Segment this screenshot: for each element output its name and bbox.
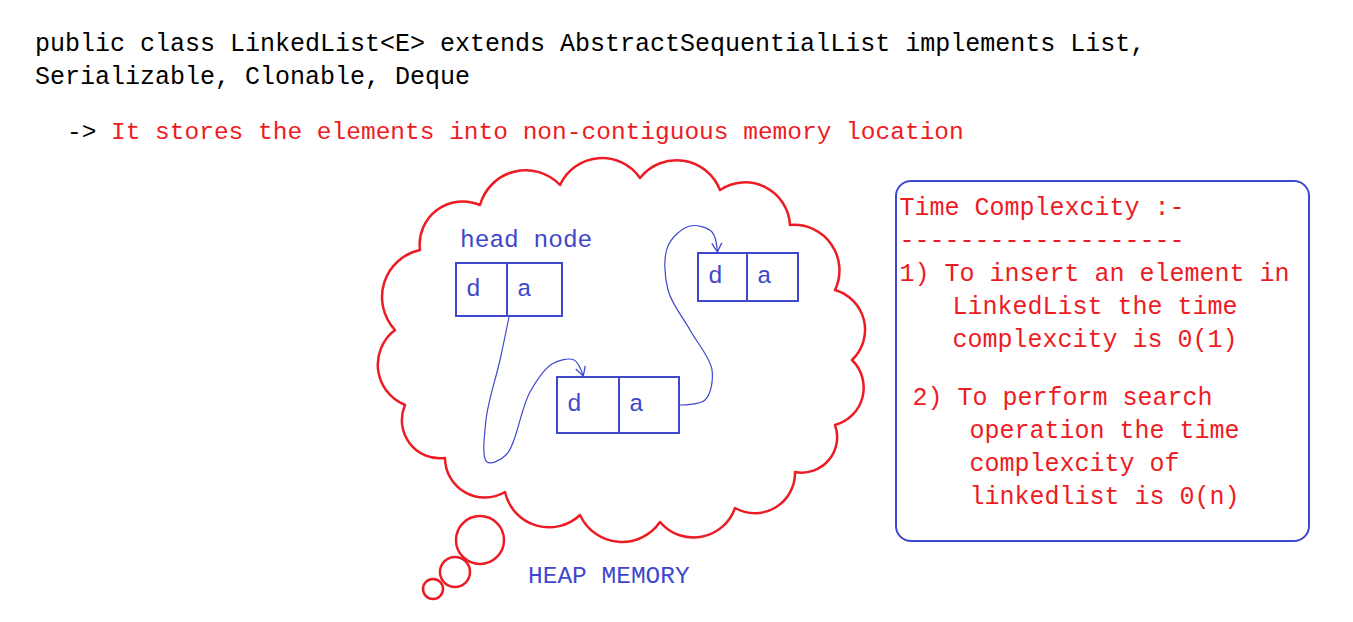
thought-bubble (456, 516, 504, 564)
data-cell: d (556, 376, 620, 434)
arrow-marker: -> (67, 116, 96, 149)
region-heading: HEAP MEMORY (528, 560, 690, 593)
node-heading: head node (460, 226, 592, 256)
data-cell: d (697, 252, 748, 302)
cloud-outline (385, 170, 860, 600)
data-cell: d (455, 262, 508, 317)
list-node-box: da (556, 376, 680, 434)
class-declaration: public class LinkedList<E> extends Abstr… (35, 28, 1235, 94)
note-text: It stores the elements into non-contiguo… (111, 116, 964, 149)
heap-memory-cloud: HEAP MEMORYhead nodedadada (385, 170, 860, 600)
address-cell-text: a (629, 391, 644, 418)
panel-title: Time Complexcity :- (900, 192, 1309, 225)
pointer-link (484, 317, 583, 463)
title-underline: ------------------- (900, 225, 1309, 258)
address-cell: a (620, 376, 680, 434)
address-cell-text: a (517, 276, 532, 303)
cloud-shape (378, 158, 865, 542)
list-node-box: head nodeda (455, 262, 563, 317)
complexity-item: 1) To insert an element in LinkedList th… (900, 258, 1300, 357)
list-node-box: da (697, 252, 799, 302)
data-cell-text: d (708, 263, 723, 290)
address-cell-text: a (757, 263, 772, 290)
complexity-item: 2) To perform search operation the time … (913, 382, 1305, 514)
thought-bubble (423, 579, 443, 599)
data-cell-text: d (466, 276, 481, 303)
address-cell: a (508, 262, 563, 317)
thought-bubble (440, 557, 470, 587)
address-cell: a (748, 252, 799, 302)
complexity-panel: Time Complexcity :--------------------1)… (895, 180, 1310, 542)
data-cell-text: d (567, 391, 582, 418)
